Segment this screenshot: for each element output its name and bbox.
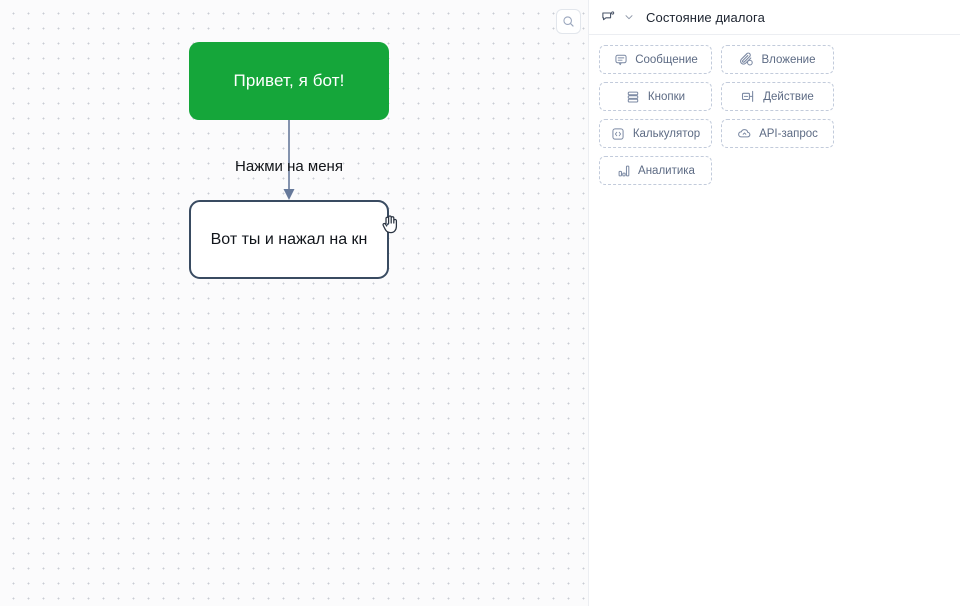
cloud-api-icon [737, 126, 752, 141]
node-start-label: Привет, я бот! [233, 71, 345, 90]
search-button[interactable] [556, 9, 581, 34]
edge-label: Нажми на меня [235, 158, 343, 175]
message-icon [613, 52, 628, 67]
palette-card-action[interactable]: Действие [721, 82, 834, 111]
palette-card-buttons[interactable]: Кнопки [599, 82, 712, 111]
flow-canvas[interactable]: Нажми на меня Привет, я бот! Вот ты и на… [0, 0, 588, 606]
palette-card-message[interactable]: Сообщение [599, 45, 712, 74]
palette-card-label: Действие [763, 90, 814, 103]
palette-card-analytics[interactable]: Аналитика [599, 156, 712, 185]
action-icon [741, 89, 756, 104]
search-icon [563, 16, 574, 27]
analytics-icon [616, 163, 631, 178]
block-palette: Сообщение Вложение [589, 35, 960, 185]
palette-card-label: Калькулятор [632, 127, 701, 140]
palette-card-label: Сообщение [635, 53, 698, 66]
palette-card-label: Вложение [761, 53, 816, 66]
page-title: Состояние диалога [646, 9, 765, 25]
palette-card-api-request[interactable]: API-запрос [721, 119, 834, 148]
palette-card-calculator[interactable]: Калькулятор [599, 119, 712, 148]
attachment-icon [739, 52, 754, 67]
palette-card-label: API-запрос [759, 127, 818, 140]
palette-card-attachment[interactable]: Вложение [721, 45, 834, 74]
inspector-panel: Состояние диалога Сообщение [588, 0, 960, 606]
palette-card-label: Кнопки [647, 90, 686, 103]
node-reply-label: Вот ты и нажал на кн [210, 230, 368, 248]
buttons-icon [626, 89, 641, 104]
panel-header: Состояние диалога [589, 0, 960, 35]
chevron-down-icon[interactable] [622, 10, 636, 24]
node-reply[interactable]: Вот ты и нажал на кн [189, 200, 389, 279]
calculator-icon [611, 126, 626, 141]
node-start[interactable]: Привет, я бот! [189, 42, 389, 120]
dialog-bubble-icon [601, 10, 616, 25]
palette-card-label: Аналитика [638, 164, 695, 177]
